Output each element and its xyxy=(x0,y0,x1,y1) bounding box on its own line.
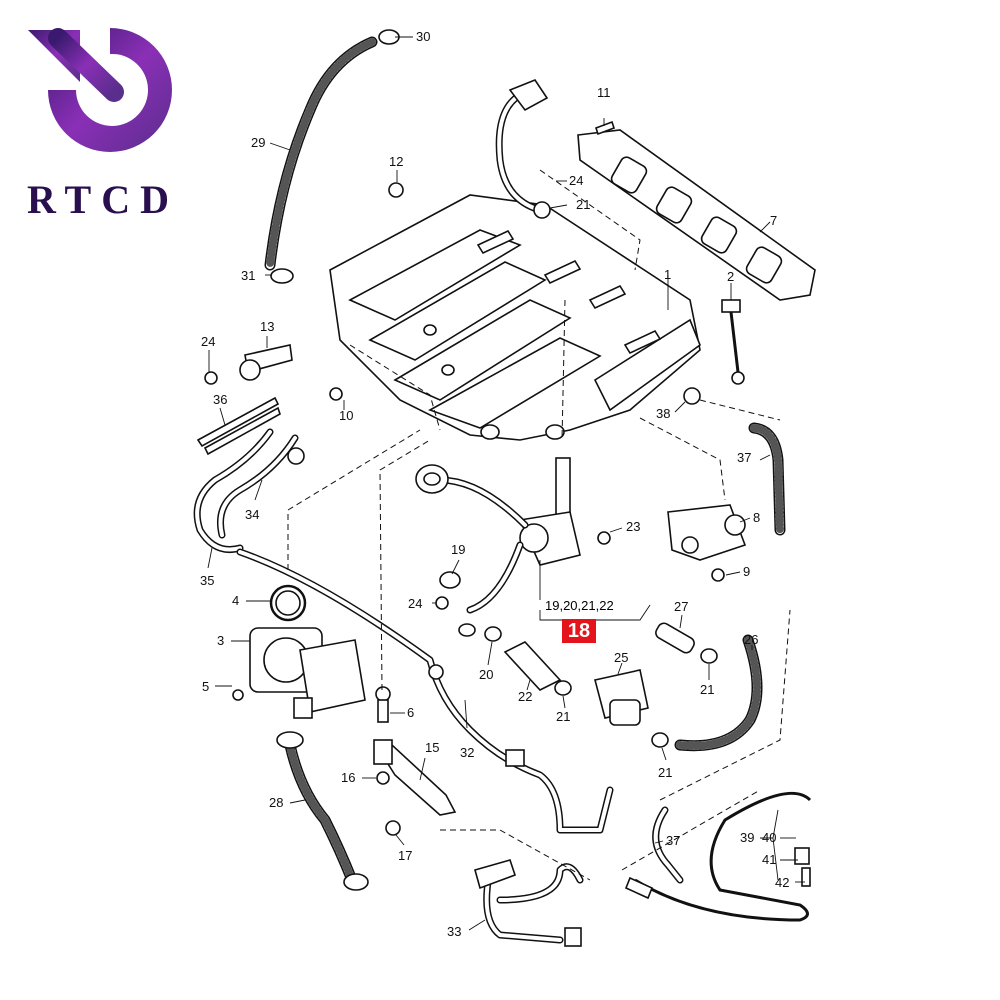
callout-label: 24 xyxy=(201,334,216,349)
callout-label: 24 xyxy=(408,596,423,611)
callout-label: 38 xyxy=(656,406,671,421)
pcv-valve-assembly xyxy=(415,457,581,614)
callout-label: 20 xyxy=(479,667,494,682)
control-valve xyxy=(667,504,747,561)
callout-label: 37 xyxy=(666,833,681,848)
callout-label: 28 xyxy=(269,795,284,810)
throttle-body xyxy=(249,627,366,719)
callout-label: 26 xyxy=(744,632,759,647)
callout-label: 9 xyxy=(743,564,751,579)
brand-logo: RTCD xyxy=(18,18,188,222)
callout-label: 3 xyxy=(217,633,225,648)
callout-label: 10 xyxy=(339,408,354,423)
stud-bolt xyxy=(721,299,745,385)
circular-arrow-icon xyxy=(28,28,172,152)
highlighted-part-badge: 18 xyxy=(562,619,596,643)
callout-label: 12 xyxy=(389,154,404,169)
callout-label: 25 xyxy=(614,650,629,665)
callout-label: 7 xyxy=(770,213,778,228)
callout-label: 30 xyxy=(416,29,431,44)
group-label: 19,20,21,22 xyxy=(545,598,614,613)
brand-logo-text: RTCD xyxy=(27,177,179,222)
callout-label: 42 xyxy=(775,875,790,890)
purge-valve xyxy=(594,669,649,726)
intake-sensor xyxy=(239,344,293,381)
callout-label: 40 xyxy=(762,830,777,845)
manifold-gasket xyxy=(577,129,816,301)
callout-label: 8 xyxy=(753,510,761,525)
intake-manifold xyxy=(329,194,701,441)
callout-label: 21 xyxy=(576,197,591,212)
callout-label: 32 xyxy=(460,745,475,760)
callout-label: 36 xyxy=(213,392,228,407)
callout-label: 22 xyxy=(518,689,533,704)
callout-label: 27 xyxy=(674,599,689,614)
callout-label: 5 xyxy=(202,679,210,694)
callout-label: 4 xyxy=(232,593,240,608)
callout-label: 15 xyxy=(425,740,440,755)
callout-label: 34 xyxy=(245,507,260,522)
callout-label: 1 xyxy=(664,267,672,282)
callout-label: 2 xyxy=(727,269,735,284)
callout-label: 24 xyxy=(569,173,584,188)
callout-label: 17 xyxy=(398,848,413,863)
callout-label: 6 xyxy=(407,705,415,720)
callout-label: 37 xyxy=(737,450,752,465)
callout-label: 21 xyxy=(556,709,571,724)
callout-label: 19 xyxy=(451,542,466,557)
callout-label: 35 xyxy=(200,573,215,588)
callout-label: 11 xyxy=(597,85,611,100)
callout-label: 31 xyxy=(241,268,256,283)
callout-label: 33 xyxy=(447,924,462,939)
callout-label: 13 xyxy=(260,319,275,334)
callout-label: 41 xyxy=(762,852,777,867)
callout-label: 21 xyxy=(658,765,673,780)
callout-label: 39 xyxy=(740,830,755,845)
callout-label: 16 xyxy=(341,770,356,785)
callout-label: 23 xyxy=(626,519,641,534)
leader-lines xyxy=(207,36,805,931)
callout-label: 29 xyxy=(251,135,266,150)
callout-label: 21 xyxy=(700,682,715,697)
